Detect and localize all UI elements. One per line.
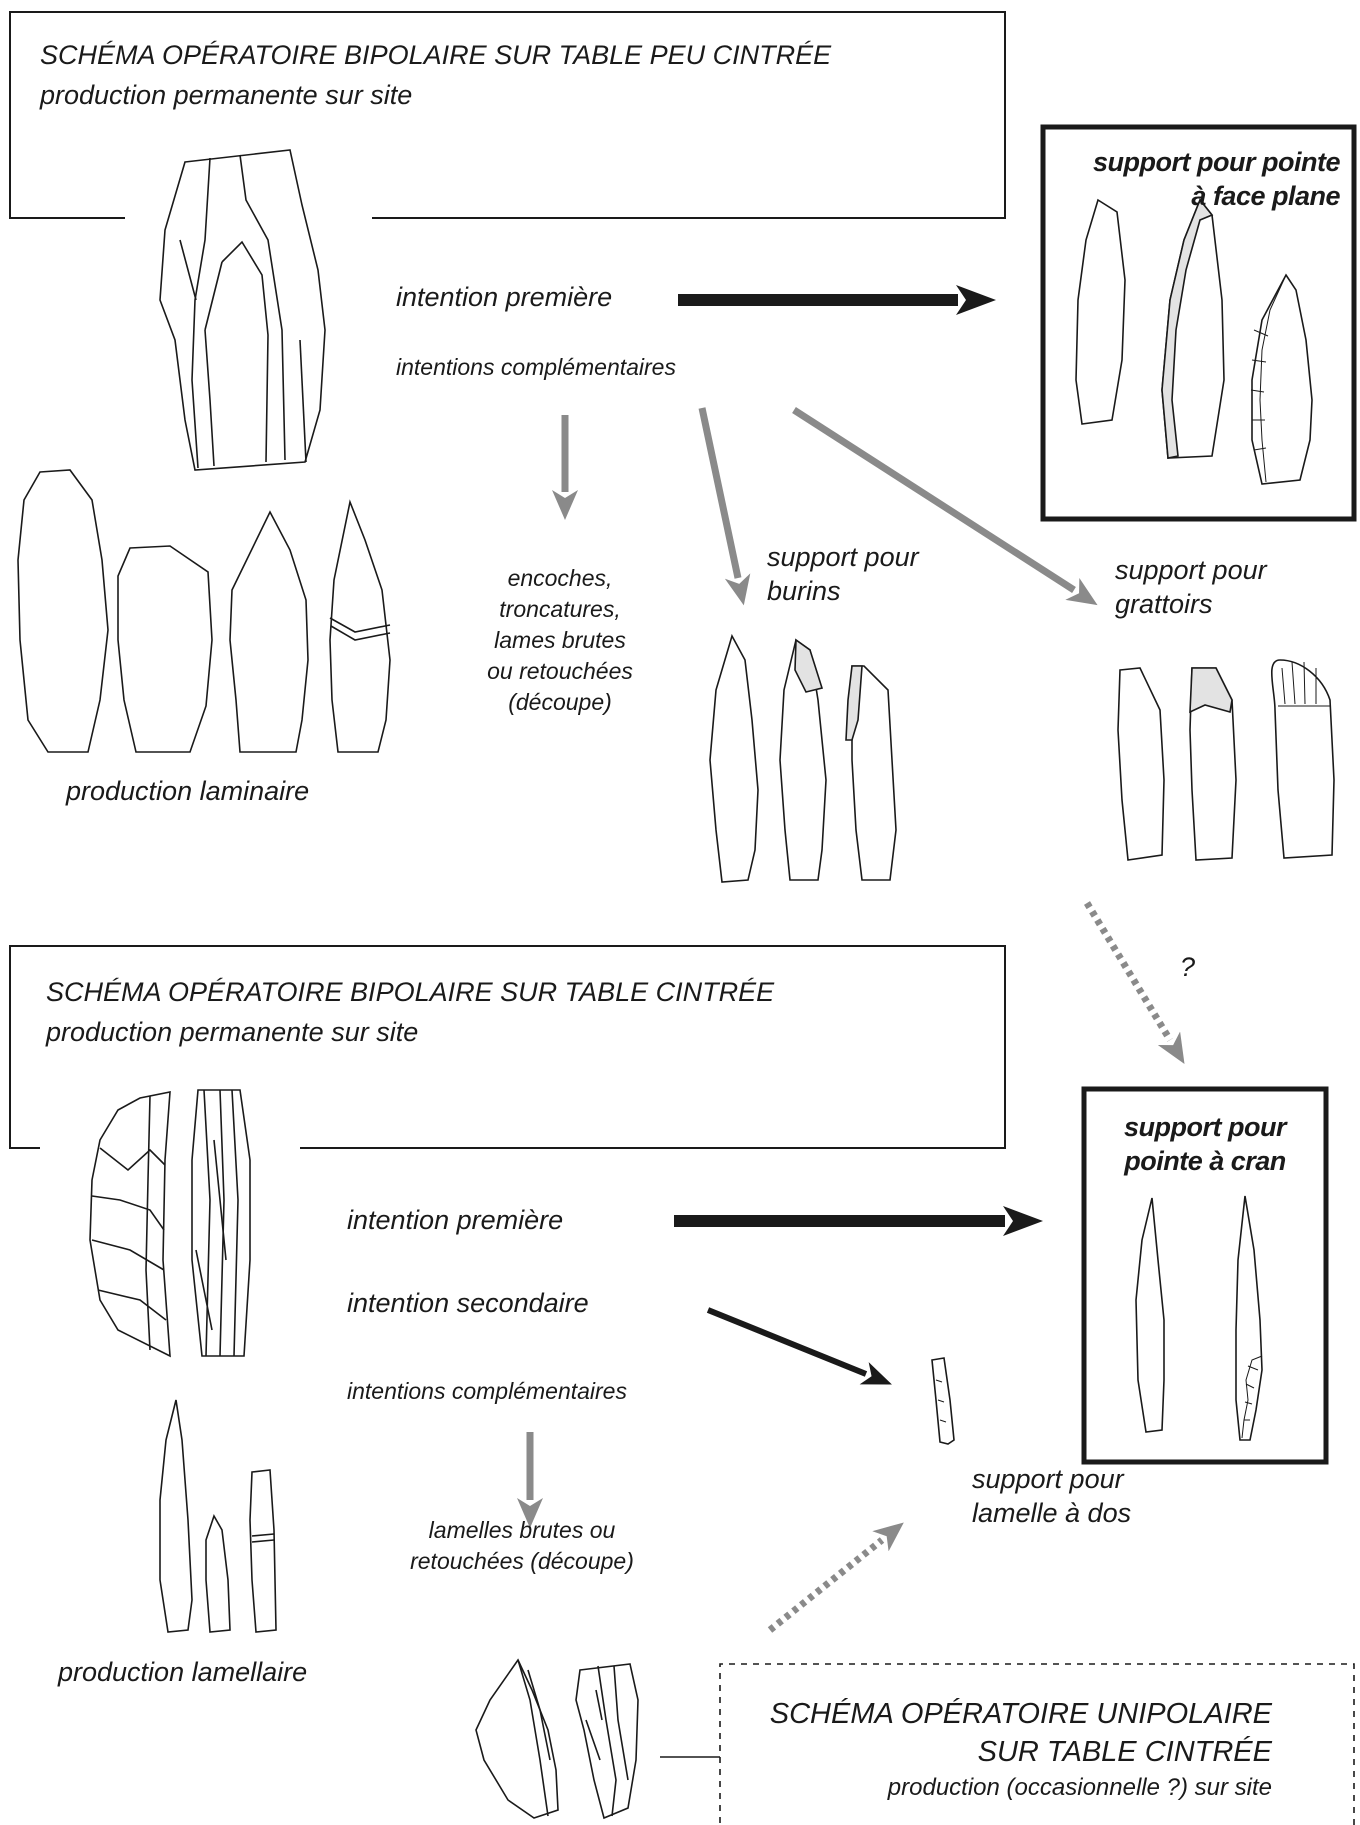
tools-burins: [710, 636, 896, 882]
scheme-bottom-subtitle: production (occasionnelle ?) sur site: [730, 1771, 1272, 1805]
tools-grattoirs: [1118, 660, 1334, 860]
label-intention-secondaire: intention secondaire: [347, 1286, 589, 1320]
arrow-intention-secondaire: [708, 1310, 866, 1374]
bladelets-lamellaire: [160, 1400, 276, 1632]
scheme-bottom-title-1: SCHÉMA OPÉRATOIRE UNIPOLAIRE: [730, 1695, 1272, 1733]
arrow-complementaire-burins: [702, 408, 738, 578]
scheme-middle-subtitle: production permanente sur site: [46, 1015, 418, 1049]
label-support-pointe-cran: support pour pointe à cran: [1090, 1110, 1320, 1178]
label-production-lamellaire: production lamellaire: [58, 1655, 307, 1689]
label-uses-middle: lamelles brutes ou retouchées (découpe): [392, 1515, 652, 1577]
scheme-top-subtitle: production permanente sur site: [40, 78, 412, 112]
label-support-lamelle-a-dos: support pour lamelle à dos: [972, 1462, 1131, 1530]
label-intentions-complementaires-top: intentions complémentaires: [396, 352, 676, 383]
scheme-bottom-text: SCHÉMA OPÉRATOIRE UNIPOLAIRE SUR TABLE C…: [730, 1695, 1272, 1805]
arrow-unipolaire-dotted: [770, 1540, 882, 1630]
cores-unipolaire: [476, 1660, 638, 1818]
label-intentions-complementaires-middle: intentions complémentaires: [347, 1376, 627, 1407]
tools-pointe-cran: [1136, 1196, 1262, 1440]
core-drawing-lamellaire: [90, 1090, 250, 1356]
label-support-pointe-face-plane: support pour pointe à face plane: [1048, 145, 1340, 213]
blades-laminaire: [18, 470, 390, 752]
scheme-bottom-title-2: SUR TABLE CINTRÉE: [730, 1733, 1272, 1771]
label-uses-top: encoches, troncatures, lames brutes ou r…: [440, 563, 680, 718]
label-support-burins: support pour burins: [767, 540, 919, 608]
scheme-middle-title: SCHÉMA OPÉRATOIRE BIPOLAIRE SUR TABLE CI…: [46, 975, 774, 1009]
scheme-top-title: SCHÉMA OPÉRATOIRE BIPOLAIRE SUR TABLE PE…: [40, 38, 831, 72]
tool-lamelle-a-dos: [932, 1358, 954, 1444]
label-support-grattoirs: support pour grattoirs: [1115, 553, 1267, 621]
label-production-laminaire: production laminaire: [66, 774, 309, 808]
label-question-mark: ?: [1180, 950, 1195, 984]
tools-pointe-face-plane: [1076, 200, 1312, 484]
label-intention-premiere-top: intention première: [396, 280, 612, 314]
arrow-question-dotted: [1087, 903, 1170, 1040]
label-intention-premiere-middle: intention première: [347, 1203, 563, 1237]
core-drawing-laminaire: [160, 150, 325, 470]
